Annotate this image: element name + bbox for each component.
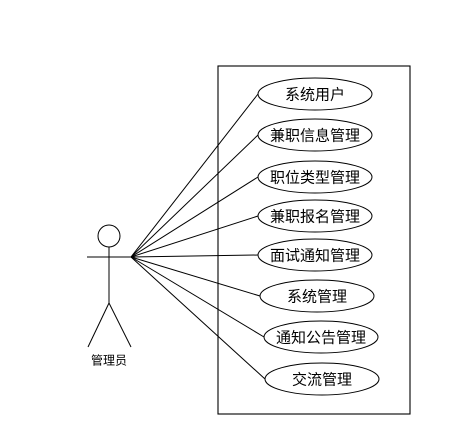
use-case-system-user[interactable]: 系统用户 <box>257 77 373 111</box>
use-case-label: 系统管理 <box>287 288 347 306</box>
use-case-label: 通知公告管理 <box>276 329 366 347</box>
association-line <box>130 256 265 338</box>
use-case-position-type[interactable]: 职位类型管理 <box>257 160 373 194</box>
use-case-part-time-signup[interactable]: 兼职报名管理 <box>257 199 373 233</box>
use-case-ellipse[interactable] <box>257 118 373 152</box>
association-line <box>130 215 259 258</box>
association-line <box>130 93 259 258</box>
use-case-label: 面试通知管理 <box>270 247 360 265</box>
use-case-communication[interactable]: 交流管理 <box>264 362 380 396</box>
use-case-announcement[interactable]: 通知公告管理 <box>263 320 379 354</box>
association-line <box>130 134 259 258</box>
use-case-ellipse[interactable] <box>257 199 373 233</box>
use-case-part-time-info[interactable]: 兼职信息管理 <box>257 118 373 152</box>
use-case-label: 兼职信息管理 <box>270 127 360 145</box>
actor-label: 管理员 <box>91 353 127 368</box>
actor-figure <box>87 224 132 348</box>
association-line <box>130 256 266 380</box>
use-case-label: 兼职报名管理 <box>270 208 360 226</box>
association-line <box>130 254 259 258</box>
use-case-interview-notice[interactable]: 面试通知管理 <box>257 238 373 272</box>
use-case-ellipse[interactable] <box>264 362 380 396</box>
association-line <box>130 176 259 258</box>
use-case-ellipse[interactable] <box>263 320 379 354</box>
actor-head <box>97 224 121 248</box>
use-case-ellipse[interactable] <box>257 238 373 272</box>
associations <box>130 93 266 380</box>
use-case-label: 系统用户 <box>285 86 345 104</box>
actor-right-leg <box>108 302 132 348</box>
use-case-label: 交流管理 <box>292 371 352 389</box>
use-case-ellipse[interactable] <box>257 77 373 111</box>
use-case-system-management[interactable]: 系统管理 <box>259 279 375 313</box>
association-line <box>130 256 261 297</box>
use-case-ellipse[interactable] <box>257 160 373 194</box>
use-case-ellipse[interactable] <box>259 279 375 313</box>
actor-left-leg <box>87 302 110 348</box>
use-case-label: 职位类型管理 <box>270 169 360 187</box>
